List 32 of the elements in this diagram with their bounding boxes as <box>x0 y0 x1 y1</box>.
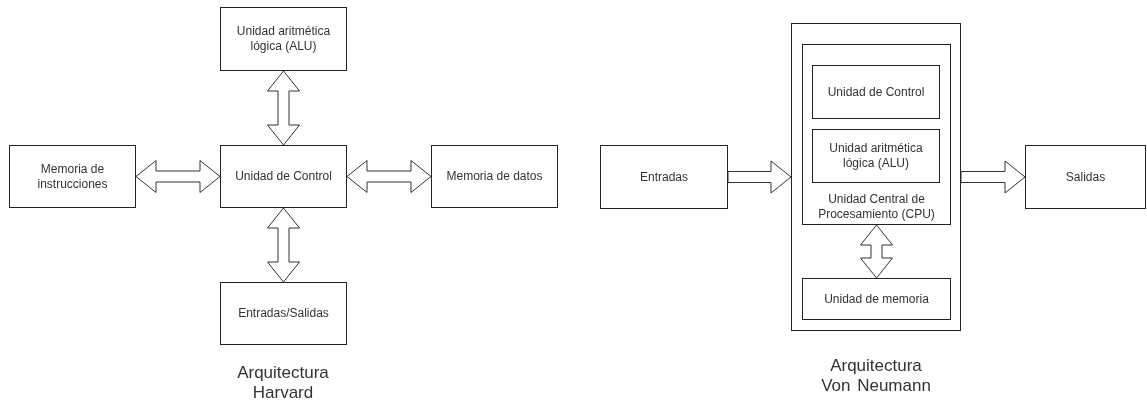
block-arrow <box>860 224 893 279</box>
box-label: Unidad de Control <box>826 84 926 100</box>
box-label: Memoria de datos <box>445 169 544 184</box>
block-arrow <box>960 160 1026 194</box>
process-box <box>431 145 558 208</box>
architecture-title: Arquitectura Von Neumann <box>820 356 932 397</box>
block-arrow <box>727 160 792 194</box>
block-arrow <box>267 207 300 283</box>
process-box <box>220 145 347 208</box>
box-label: Entradas <box>639 169 689 185</box>
block-arrow <box>135 160 221 193</box>
box-label: Salidas <box>1064 169 1107 185</box>
box-label: Unidad Central de Procesamiento (CPU) <box>817 192 936 222</box>
box-label: Entradas/Salidas <box>237 306 330 321</box>
box-label: Unidad de Control <box>234 169 333 184</box>
box-label: Unidad de memoria <box>823 291 930 307</box>
process-box <box>1025 145 1146 209</box>
process-box <box>220 282 347 345</box>
box-label: Memoria de instrucciones <box>36 161 109 192</box>
block-arrow <box>267 70 300 146</box>
cpu-box <box>802 44 951 225</box>
process-box <box>220 7 347 71</box>
container-box <box>791 23 961 331</box>
box-label: Unidad aritmética lógica (ALU) <box>828 141 924 171</box>
process-box <box>802 278 951 320</box>
process-box <box>812 65 940 119</box>
box-label: Unidad aritmética lógica (ALU) <box>235 24 332 54</box>
architecture-title: Arquitectura Harvard <box>236 363 330 404</box>
process-box <box>812 129 940 183</box>
process-box <box>9 145 136 208</box>
block-arrow <box>346 160 432 193</box>
process-box <box>600 145 728 209</box>
